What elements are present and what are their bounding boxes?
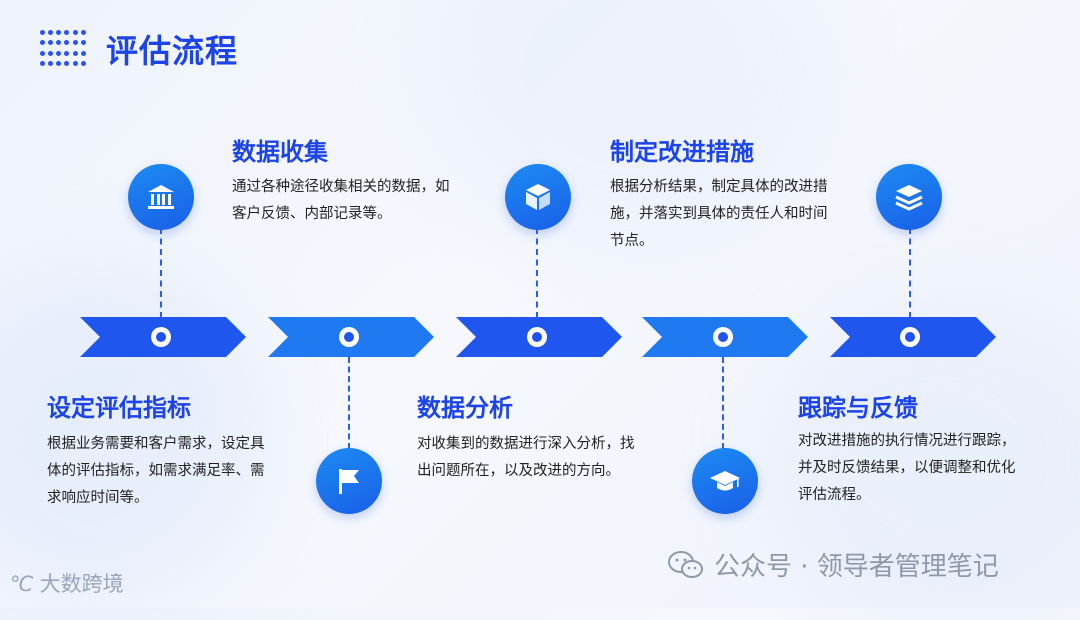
layers-icon bbox=[895, 185, 923, 211]
step-4-circle bbox=[692, 448, 758, 514]
timeline-node-1 bbox=[151, 327, 171, 347]
step-4-desc: 根据分析结果，制定具体的改进措施，并落实到具体的责任人和时间节点。 bbox=[610, 179, 828, 249]
connector-5 bbox=[909, 228, 911, 318]
step-2-desc: 通过各种途径收集相关的数据，如客户反馈、内部记录等。 bbox=[232, 179, 450, 222]
timeline-node-4 bbox=[713, 327, 733, 347]
connector-3 bbox=[536, 228, 538, 318]
wechat-icon bbox=[668, 550, 703, 578]
step-5-desc: 对改进措施的执行情况进行跟踪，并及时反馈结果，以便调整和优化评估流程。 bbox=[798, 433, 1016, 503]
step-5-title: 跟踪与反馈 bbox=[798, 394, 918, 422]
timeline-node-2 bbox=[339, 327, 359, 347]
bank-icon bbox=[148, 185, 174, 209]
step-1-title: 设定评估指标 bbox=[47, 394, 191, 422]
step-2-circle bbox=[128, 164, 194, 230]
watermark: 公众号 · 领导者管理笔记 bbox=[668, 546, 999, 583]
connector-2 bbox=[160, 228, 162, 318]
brand-logo-icon: ℃ bbox=[10, 572, 34, 596]
timeline-node-5 bbox=[900, 327, 920, 347]
timeline-node-3 bbox=[527, 327, 547, 347]
flag-icon bbox=[339, 469, 359, 494]
step-3-title: 数据分析 bbox=[417, 394, 513, 422]
step-2-title: 数据收集 bbox=[232, 138, 328, 166]
step-4-title: 制定改进措施 bbox=[610, 138, 754, 166]
cube-icon bbox=[526, 184, 550, 210]
footer-brand-text: 大数跨境 bbox=[39, 572, 124, 596]
graduation-cap-icon bbox=[710, 471, 740, 491]
watermark-text: 公众号 · 领导者管理笔记 bbox=[714, 552, 999, 582]
step-1-circle bbox=[316, 448, 382, 514]
step-3-desc: 对收集到的数据进行深入分析，找出问题所在，以及改进的方向。 bbox=[417, 436, 635, 479]
connector-4 bbox=[722, 357, 724, 449]
connector-1b bbox=[348, 357, 350, 449]
step-5-circle bbox=[876, 164, 942, 230]
step-1-desc: 根据业务需要和客户需求，设定具体的评估指标，如需求满足率、需求响应时间等。 bbox=[47, 436, 265, 506]
step-3-circle bbox=[505, 164, 571, 230]
page-title: 评估流程 bbox=[106, 32, 239, 70]
logo-dots-icon bbox=[40, 30, 86, 68]
